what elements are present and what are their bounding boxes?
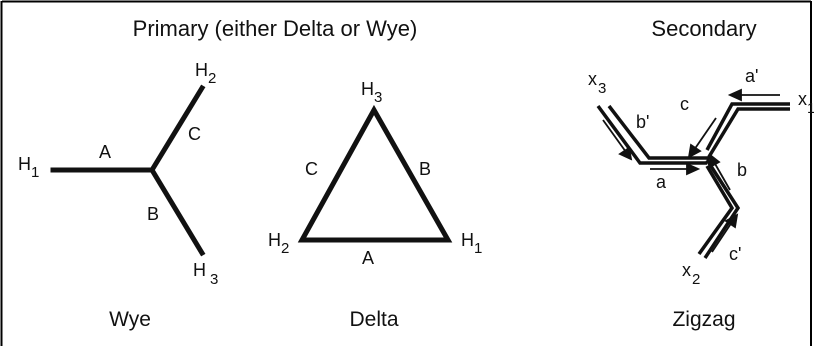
delta-triangle [297,104,453,243]
delta-terminal-h2: H2 [268,230,289,257]
zigzag-terminal-x3: x3 [588,69,606,97]
zigzag-label-a-prime: a' [745,66,758,86]
zigzag-branch-x-outer [705,107,790,161]
wye-label-c: C [188,124,201,144]
wye-terminal-h2: H2 [195,60,216,87]
delta-terminal-h3: H3 [361,79,382,106]
wye-caption: Wye [109,308,151,331]
delta-caption: Delta [349,308,398,331]
arrow-a-prime-icon [727,88,742,102]
arrow-c-prime-icon [724,213,739,229]
arrow-b-icon [709,153,721,169]
delta-terminal-h1: H1 [461,230,482,257]
secondary-title: Secondary [651,16,756,41]
wye-terminal-h1: H1 [18,154,39,181]
wye-connection [50,84,206,257]
wye-label-b: B [147,204,159,224]
zigzag-arrows [602,88,780,253]
wye-winding-b [148,166,206,257]
delta-label-a: A [362,248,374,268]
zigzag-branch-x2-outer [703,159,741,259]
delta-label-b: B [419,159,431,179]
wye-label-a: A [99,142,111,162]
zigzag-terminal-x1: x1 [798,89,814,117]
primary-title: Primary (either Delta or Wye) [133,16,418,41]
arrow-c-icon [687,143,702,159]
zigzag-branch-x3-inner [607,104,707,160]
zigzag-caption: Zigzag [672,308,735,331]
zigzag-terminal-x2: x2 [682,260,700,288]
delta-label-c: C [305,159,318,179]
zigzag-branch-x2-inner [697,165,735,256]
arrow-a-icon [686,162,701,176]
arrow-b-prime-icon [618,146,633,161]
zigzag-label-c: c [680,94,689,114]
zigzag-branch-x-inner [705,102,790,151]
zigzag-branch-x3-outer [596,104,707,165]
delta-connection [297,104,453,243]
wye-winding-c [148,84,206,174]
zigzag-label-a: a [656,172,667,192]
zigzag-connection [596,102,790,259]
zigzag-label-b: b [737,160,747,180]
zigzag-label-b-prime: b' [636,112,649,132]
zigzag-label-c-prime: c' [729,244,741,264]
